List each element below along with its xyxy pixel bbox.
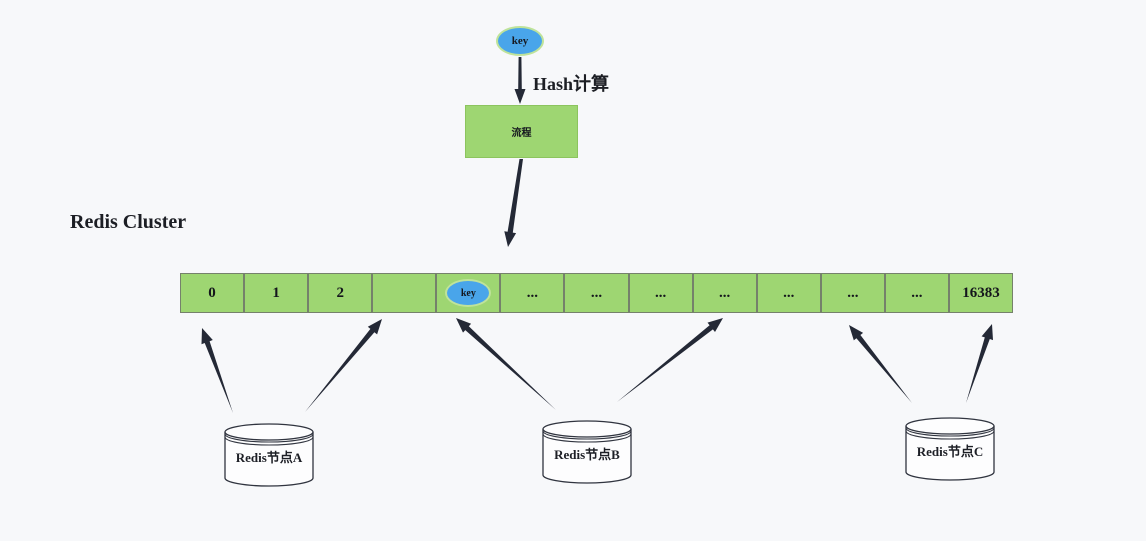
slot-cell-8: ... [692, 273, 757, 313]
arrow-node-a-to-slot-left [201, 328, 233, 413]
database-cylinder-icon [224, 423, 314, 487]
process-label: 流程 [511, 128, 532, 139]
slot-cell-10: ... [820, 273, 885, 313]
slot-cell-4-key: key [436, 273, 501, 313]
key-ellipse: key [496, 26, 544, 56]
slot-row: 0 1 2 key ... ... ... ... ... ... ... 16… [180, 273, 1014, 313]
node-label: Redis节点C [916, 444, 984, 459]
redis-node-a: Redis节点A [224, 423, 314, 487]
slot-cell-2: 2 [308, 273, 373, 313]
arrow-node-b-to-slot-left [456, 318, 556, 410]
redis-node-b: Redis节点B [542, 420, 632, 484]
arrow-node-a-to-slot-right [305, 319, 382, 412]
process-box: 流程 [465, 105, 578, 158]
redis-node-c: Redis节点C [905, 417, 995, 481]
slot-cell-7: ... [628, 273, 693, 313]
slot-key-label: key [460, 287, 476, 299]
hash-compute-label: Hash计算 [533, 74, 610, 94]
slot-cell-5: ... [500, 273, 565, 313]
slot-cell-9: ... [756, 273, 821, 313]
slot-cell-12: 16383 [948, 273, 1014, 313]
database-cylinder-icon [542, 420, 632, 484]
key-label: key [511, 35, 529, 47]
arrow-node-c-to-slot-left [849, 325, 912, 403]
slot-cell-1: 1 [244, 273, 309, 313]
arrow-node-c-to-slot-right [966, 324, 993, 403]
database-cylinder-icon [905, 417, 995, 481]
slot-cell-6: ... [564, 273, 629, 313]
arrow-node-b-to-slot-right [617, 318, 723, 402]
slot-cell-11: ... [884, 273, 949, 313]
node-label: Redis节点B [554, 447, 620, 462]
arrow-key-to-process [514, 57, 526, 104]
slot-cell-3 [372, 273, 437, 313]
arrow-process-to-slots [504, 159, 523, 247]
node-label: Redis节点A [235, 450, 303, 465]
slot-cell-0: 0 [180, 273, 245, 313]
cluster-title: Redis Cluster [70, 211, 187, 233]
slot-key-ellipse: key [445, 279, 492, 307]
